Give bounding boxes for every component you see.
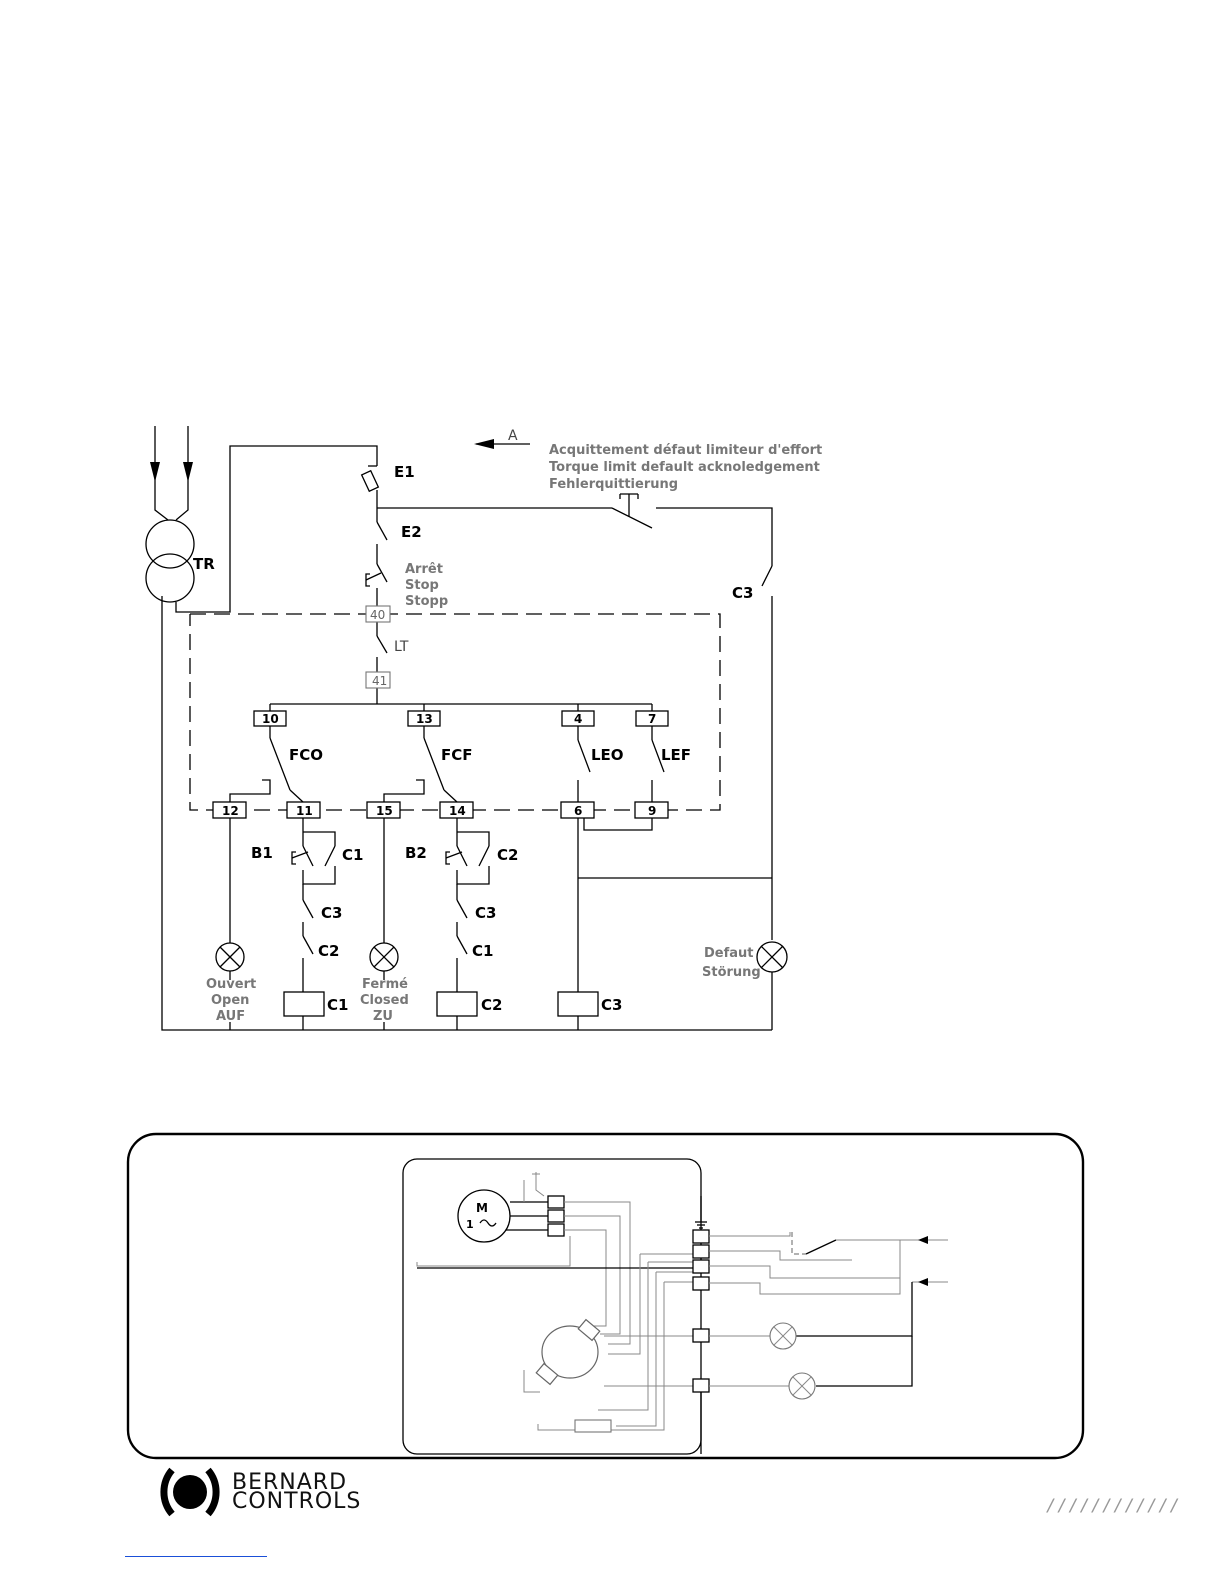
brand-line-2: CONTROLS [232,1489,361,1514]
terminal-10-label: 10 [262,712,279,726]
lamp-open-icon [216,943,244,971]
transformer-symbol [146,520,194,602]
c1-contact-right-label: C1 [472,942,493,960]
coil-c3-label: C3 [601,996,622,1014]
terminal-6-label: 6 [574,804,582,818]
resistor-icon [575,1420,611,1432]
stop-label-en: Stop [405,578,439,593]
supply-input-arrows [150,426,193,520]
motor-terminal-block [506,1172,564,1236]
position-sensor-icon [536,1320,600,1385]
lamp-fault-icon [757,942,787,972]
c3-contact-left-label: C3 [321,904,342,922]
c1-contact-label: C1 [342,846,363,864]
coil-c2-box [437,992,477,1016]
motor-letter: M [476,1201,488,1215]
external-wiring [709,1232,948,1386]
coil-c3-box [558,992,598,1016]
fault-label-de: Störung [702,965,761,980]
stop-label-fr: Arrêt [405,562,443,577]
c2-contact-left-label: C2 [318,942,339,960]
arrow-label: A [508,428,518,444]
c3-switch-label: C3 [732,584,753,602]
direction-arrow-a [474,439,530,449]
closed-label-fr: Fermé [362,977,408,992]
terminal-7-label: 7 [648,712,656,726]
fault-label-fr: Defaut [704,946,754,961]
transformer-label: TR [193,555,215,573]
closed-label-de: ZU [373,1009,393,1024]
switch-e2-label: E2 [401,523,422,541]
bernard-controls-logo [164,1470,216,1514]
closed-label-en: Closed [360,993,409,1008]
footer-link-line[interactable] [125,1556,267,1557]
page-marks: //////////// [1046,1496,1181,1516]
fco-label: FCO [289,746,323,764]
lt-label: LT [394,639,409,655]
stop-label-de: Stopp [405,594,448,609]
fcf-label: FCF [441,746,473,764]
terminal-13-label: 13 [416,712,433,726]
external-lamp-1-icon [770,1323,796,1349]
open-label-en: Open [211,993,249,1008]
lef-label: LEF [661,746,691,764]
lamp-closed-icon [370,943,398,971]
open-label-fr: Ouvert [206,977,256,992]
c2-contact-label: C2 [497,846,518,864]
b1-label: B1 [251,844,273,862]
coil-c1-label: C1 [327,996,348,1014]
terminal-12-label: 12 [222,804,239,818]
terminal-4-label: 4 [574,712,582,726]
ack-label-en: Torque limit default acknoledgement [549,460,820,475]
main-wires [162,446,772,1030]
coil-c1-box [284,992,324,1016]
b2-label: B2 [405,844,427,862]
terminal-40-label: 40 [370,608,385,622]
c3-contact-right-label: C3 [475,904,496,922]
terminal-14-label: 14 [449,804,466,818]
terminal-15-label: 15 [376,804,393,818]
motor-phase: 1 [466,1218,474,1231]
terminal-11-label: 11 [296,804,313,818]
ack-label-de: Fehlerquittierung [549,477,678,492]
motor-icon [458,1190,510,1242]
leo-label: LEO [591,746,624,764]
coil-c2-label: C2 [481,996,502,1014]
limit-switches [230,726,664,802]
ack-label-fr: Acquittement défaut limiteur d'effort [549,443,822,458]
fuse-label: E1 [394,463,415,481]
terminal-41-label: 41 [372,674,387,688]
open-label-de: AUF [216,1009,245,1024]
external-lamp-2-icon [789,1373,815,1399]
terminal-9-label: 9 [648,804,656,818]
